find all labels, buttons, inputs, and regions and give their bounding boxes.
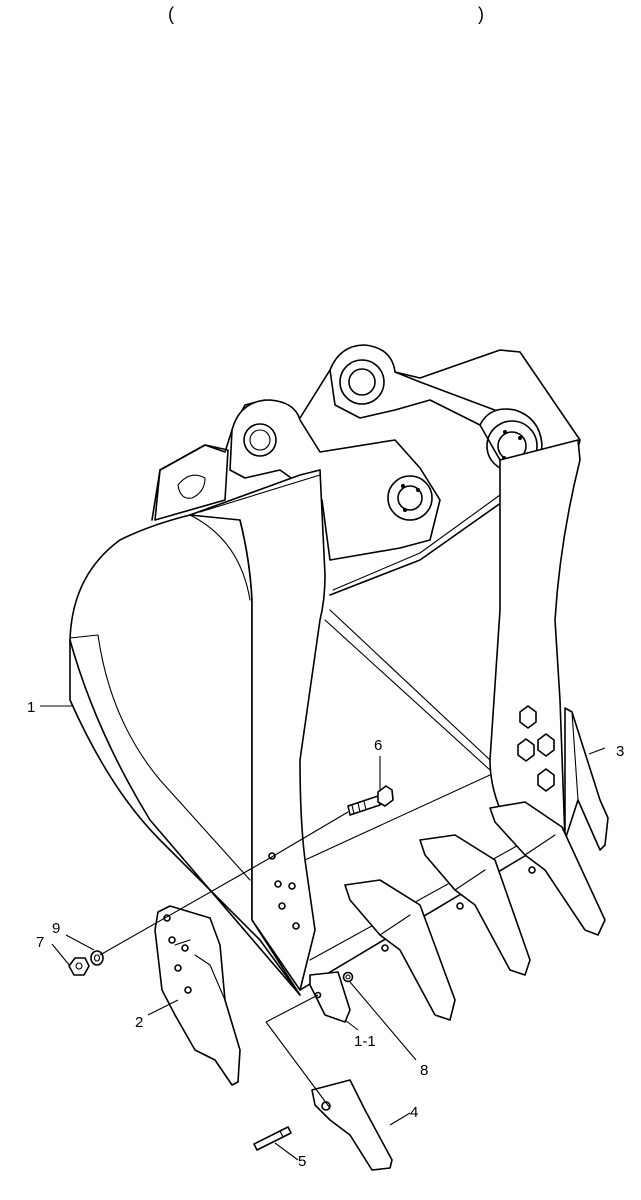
- side-cutter-2: [154, 905, 241, 1086]
- header-left-paren: (: [168, 4, 174, 24]
- pin-5: [253, 1126, 292, 1151]
- callout-6: 6: [374, 737, 382, 754]
- side-cutter-right: [564, 707, 609, 851]
- bucket-body: [69, 344, 581, 996]
- nut-7: [68, 957, 90, 976]
- tooth-4: [311, 1079, 393, 1171]
- callout-3: 3: [616, 743, 624, 760]
- callout-8: 8: [420, 1062, 428, 1079]
- adapter-1-1: [309, 971, 351, 1023]
- callout-1: 1: [27, 699, 35, 716]
- bolt-6: [347, 785, 394, 816]
- callout-5: 5: [298, 1153, 306, 1170]
- callout-4: 4: [410, 1104, 418, 1121]
- callout-9: 9: [52, 920, 60, 937]
- bucket-teeth: [344, 801, 606, 1021]
- callout-2: 2: [135, 1014, 143, 1031]
- washer-9: [90, 950, 104, 966]
- callout-7: 7: [36, 934, 44, 951]
- washer-8: [342, 971, 354, 983]
- callout-1-1: 1-1: [354, 1033, 376, 1050]
- leader-lines: [40, 705, 606, 1161]
- header-right-paren: ): [478, 4, 484, 24]
